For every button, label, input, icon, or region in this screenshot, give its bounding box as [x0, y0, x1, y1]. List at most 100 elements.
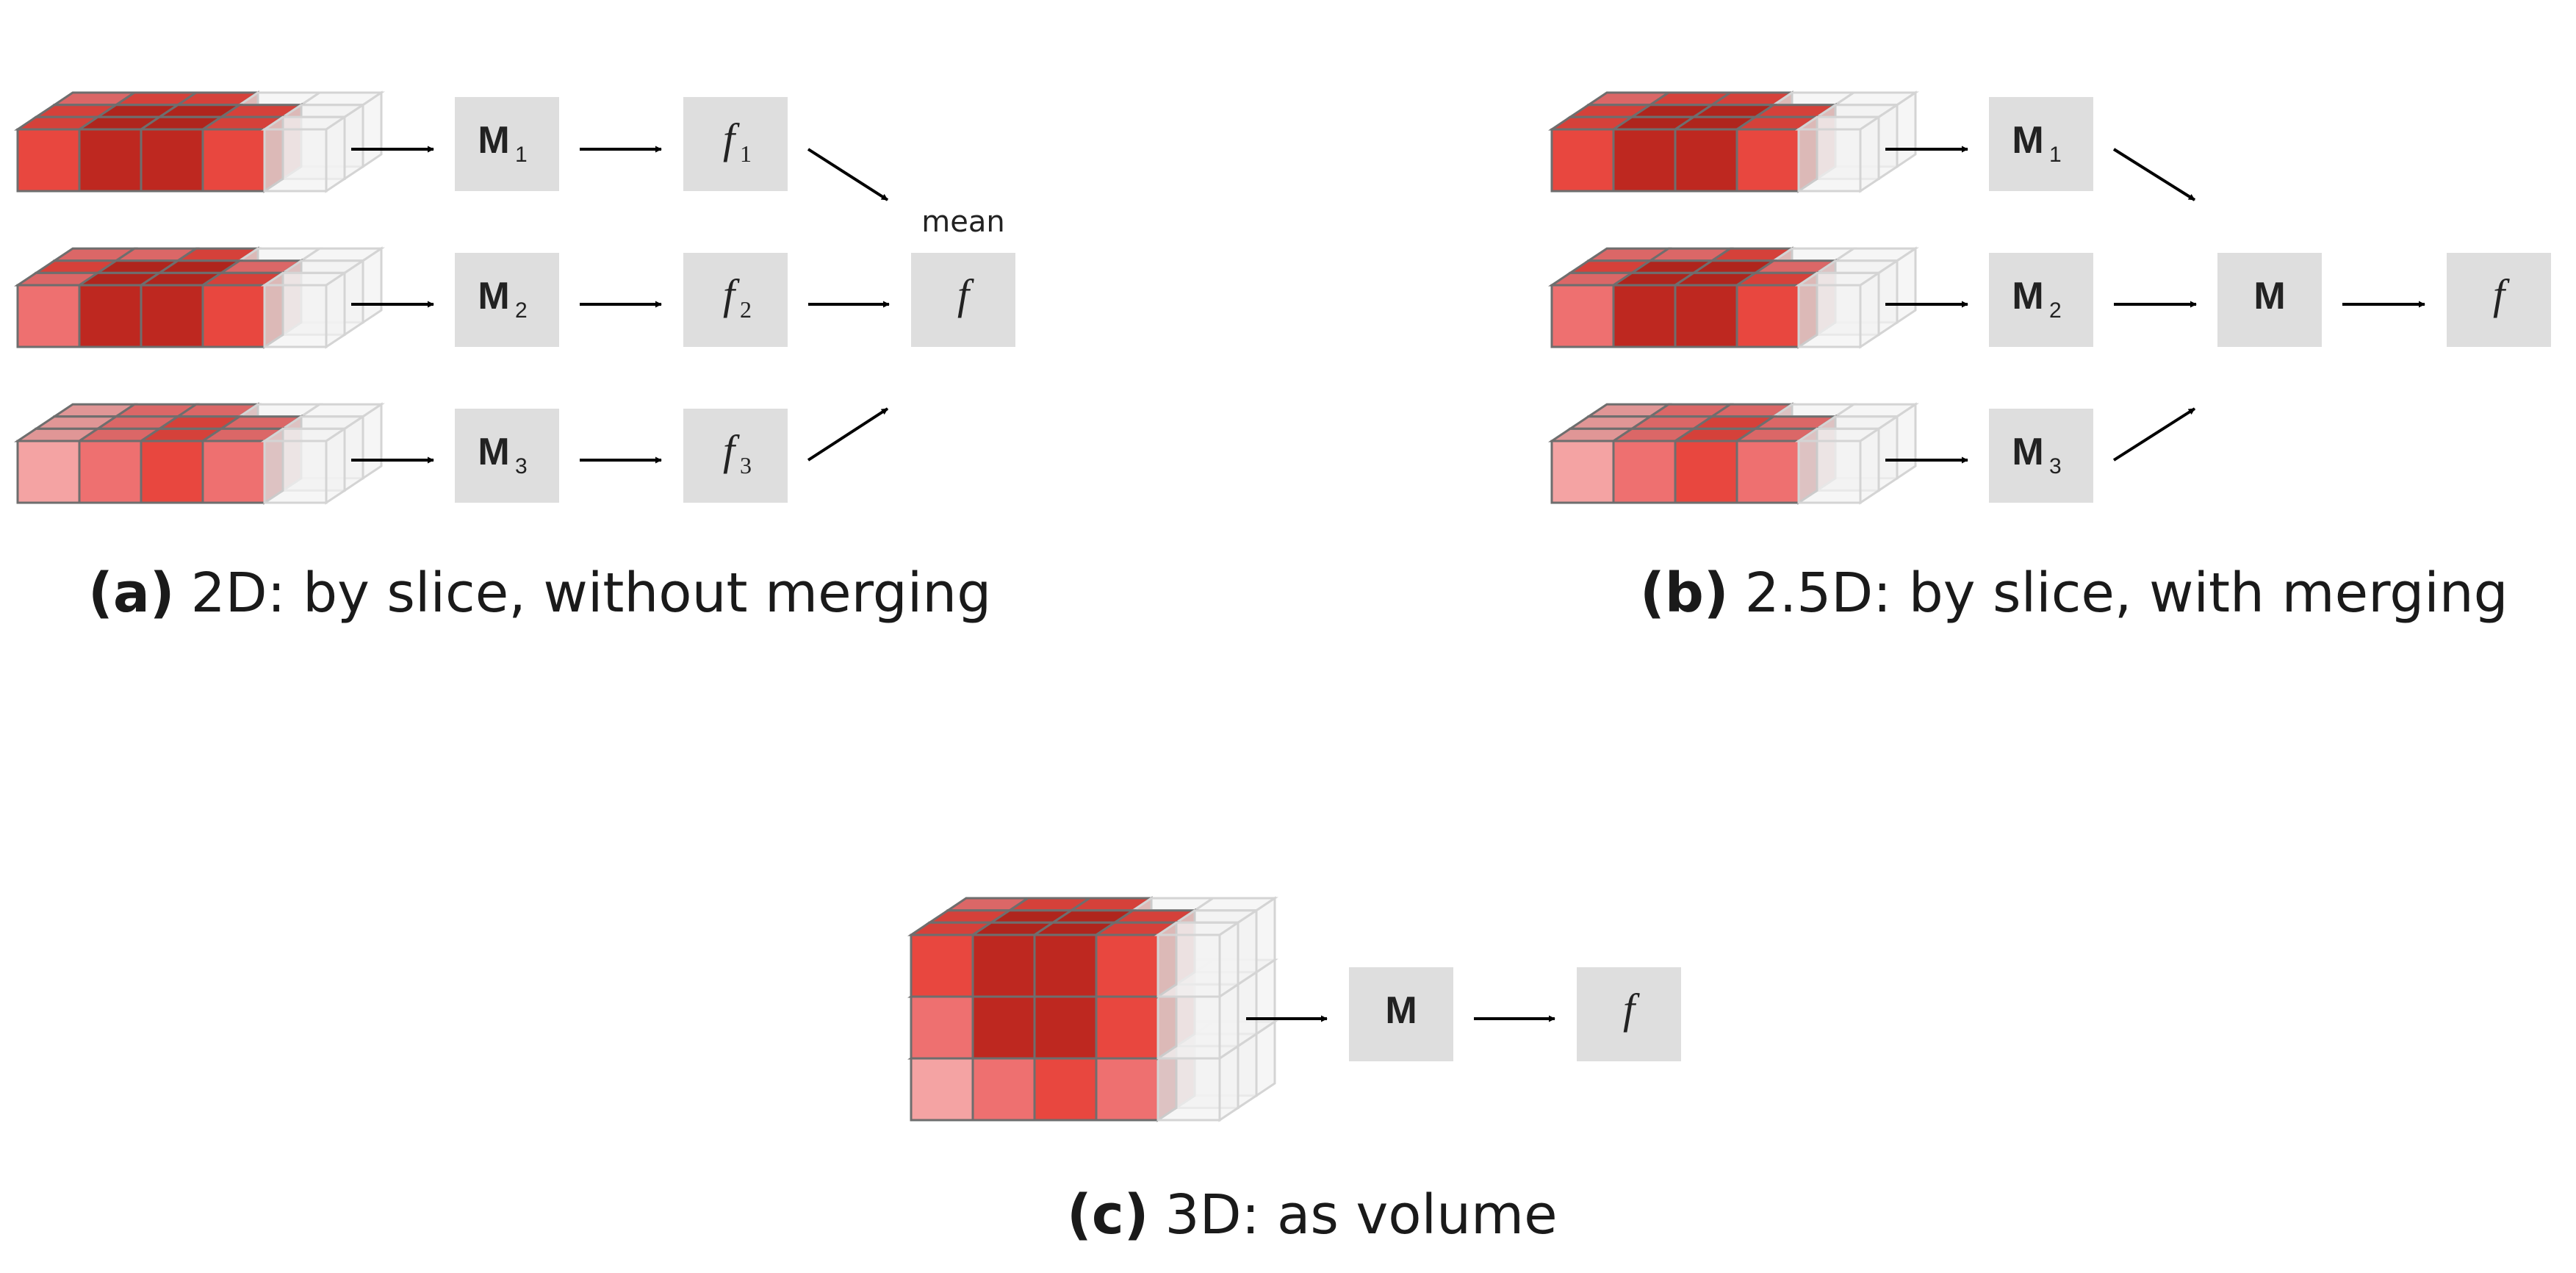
- voxel-front: [910, 1057, 974, 1122]
- panel-b: M 1 M 2 M 3 M f (b) 2.5D: by slice, with…: [1548, 90, 2551, 625]
- merged-model-box: [2217, 253, 2322, 347]
- voxel-side: [1255, 896, 1276, 975]
- voxel-side: [343, 258, 364, 337]
- model-subscript: 2: [515, 298, 528, 323]
- voxel-front: [1797, 128, 1862, 193]
- voxel-front: [78, 128, 143, 193]
- model-box-1: [1989, 97, 2093, 191]
- feature-box-2: [683, 253, 788, 347]
- caption-text: 3D: as volume: [1165, 1183, 1558, 1247]
- voxel-front: [1550, 440, 1615, 504]
- voxel-front: [201, 128, 266, 193]
- voxel-front: [971, 1057, 1036, 1122]
- voxel-side: [325, 115, 346, 193]
- arrow: [807, 148, 889, 201]
- feature-box-3: [683, 409, 788, 503]
- voxel-front: [910, 933, 974, 998]
- model-box-1: [455, 97, 559, 191]
- caption-label: (c): [1067, 1183, 1149, 1247]
- voxel-side: [1859, 270, 1880, 349]
- merged-model-label: M: [2253, 275, 2285, 318]
- voxel-front: [1033, 995, 1098, 1060]
- voxel-front: [1156, 995, 1221, 1060]
- voxel-side: [325, 426, 346, 505]
- voxel-front: [1612, 284, 1677, 348]
- voxel-side: [361, 402, 383, 481]
- feature-subscript: 1: [740, 140, 752, 167]
- voxel-front: [201, 440, 266, 504]
- model-label: M: [2012, 275, 2043, 318]
- voxel-front: [140, 440, 204, 504]
- caption-b: (b) 2.5D: by slice, with merging: [1640, 562, 2508, 625]
- aggregator-label: mean: [921, 205, 1004, 239]
- voxel-front: [1674, 128, 1738, 193]
- output-box: [1577, 967, 1681, 1061]
- voxel-front: [1735, 284, 1800, 348]
- voxel-front: [201, 284, 266, 348]
- panel-c: M f (c) 3D: as volume: [907, 896, 1681, 1247]
- model-subscript: 1: [2049, 143, 2062, 167]
- voxel-front: [910, 995, 974, 1060]
- voxel-front: [971, 933, 1036, 998]
- model-subscript: 3: [515, 454, 528, 478]
- voxel-slice-stack-icon: [1548, 90, 1919, 193]
- model-box-2: [1989, 253, 2093, 347]
- voxel-front: [1612, 128, 1677, 193]
- voxel-slice-stack-icon: [14, 246, 385, 349]
- voxel-side: [1877, 414, 1899, 493]
- model-subscript: 3: [2049, 454, 2062, 478]
- voxel-side: [325, 270, 346, 349]
- voxel-side: [1896, 402, 1917, 481]
- voxel-front: [16, 284, 81, 348]
- voxel-front: [1797, 284, 1862, 348]
- voxel-front: [16, 128, 81, 193]
- arrow: [2112, 407, 2196, 462]
- voxel-front: [1550, 284, 1615, 348]
- model-subscript: 2: [2049, 298, 2062, 323]
- slice-stack-a: [14, 90, 385, 505]
- model-box-2: [455, 253, 559, 347]
- panel-a: M 1 f 1 M 2 f 2 M 3 f 3 mean f (a) 2D: b…: [14, 90, 1015, 625]
- voxel-side: [1237, 908, 1258, 987]
- model-box: [1349, 967, 1453, 1061]
- output-box: [911, 253, 1015, 347]
- voxel-front: [263, 440, 328, 504]
- model-label: M: [1385, 989, 1417, 1032]
- slice-stack-b: [1548, 90, 1919, 505]
- voxel-side: [1859, 115, 1880, 193]
- caption-text: 2D: by slice, without merging: [191, 562, 992, 625]
- feature-box-1: [683, 97, 788, 191]
- voxel-front: [1550, 128, 1615, 193]
- arrow: [807, 407, 889, 462]
- caption-c: (c) 3D: as volume: [1067, 1183, 1558, 1247]
- voxel-front: [16, 440, 81, 504]
- voxel-side: [343, 414, 364, 493]
- caption-label: (b): [1640, 562, 1729, 625]
- voxel-front: [140, 284, 204, 348]
- model-box-3: [1989, 409, 2093, 503]
- model-label: M: [478, 119, 509, 162]
- voxel-front: [78, 284, 143, 348]
- voxel-side: [1877, 102, 1899, 182]
- voxel-front: [1735, 440, 1800, 504]
- voxel-slice-stack-icon: [14, 402, 385, 505]
- voxel-volume-icon: [907, 896, 1278, 999]
- model-label: M: [478, 275, 509, 318]
- voxel-front: [1674, 440, 1738, 504]
- voxel-front: [971, 995, 1036, 1060]
- voxel-side: [343, 102, 364, 182]
- voxel-front: [1674, 284, 1738, 348]
- voxel-side: [361, 246, 383, 325]
- output-box: [2447, 253, 2551, 347]
- caption-label: (a): [88, 562, 175, 625]
- model-label: M: [2012, 431, 2043, 473]
- voxel-slice-stack-icon: [14, 90, 385, 193]
- voxel-front: [1033, 1057, 1098, 1122]
- voxel-side: [1859, 426, 1880, 505]
- voxel-side: [1218, 920, 1240, 999]
- voxel-side: [361, 90, 383, 169]
- model-subscript: 1: [515, 143, 528, 167]
- voxel-front: [1095, 933, 1159, 998]
- voxel-side: [1896, 90, 1917, 169]
- voxel-front: [1095, 1057, 1159, 1122]
